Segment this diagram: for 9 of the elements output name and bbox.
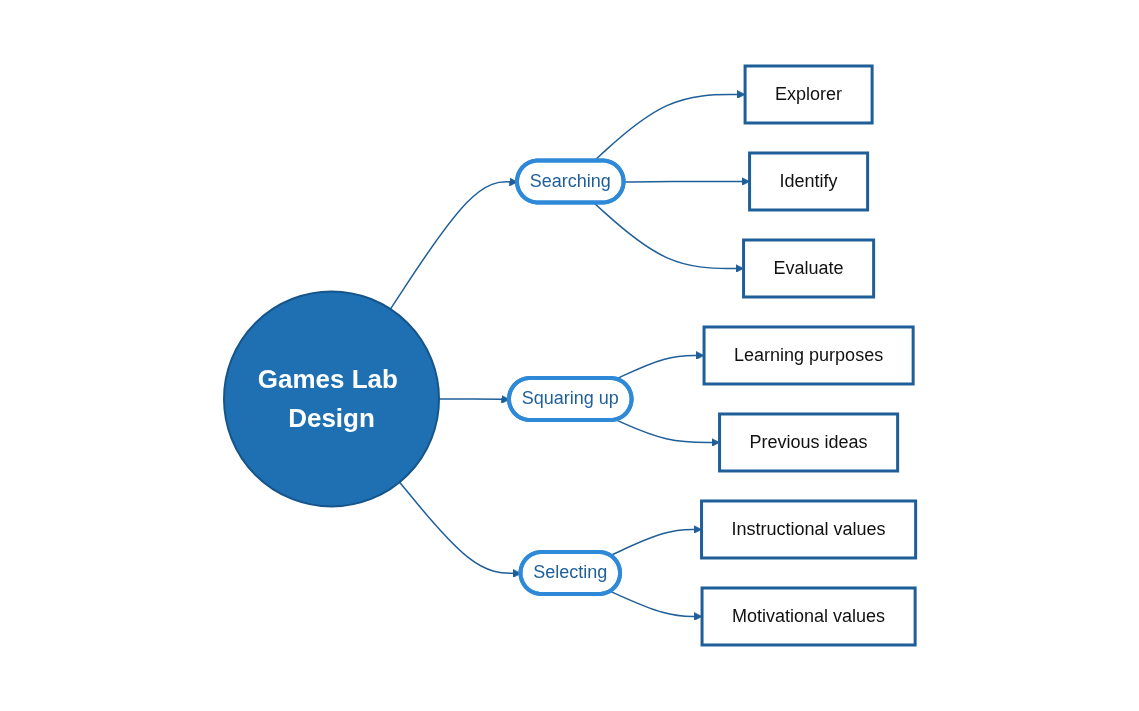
node-box: Instructional values [699,499,917,560]
node-box: Previous ideas [717,412,899,473]
node-box: Identify [747,151,869,212]
arrow [592,202,744,273]
node-box: Explorer [743,64,874,125]
node-box: Learning purposes [702,325,915,386]
node-box: Evaluate [741,238,875,299]
node-circle: Games Lab Design [222,290,440,508]
node-box: Motivational values [700,586,917,647]
